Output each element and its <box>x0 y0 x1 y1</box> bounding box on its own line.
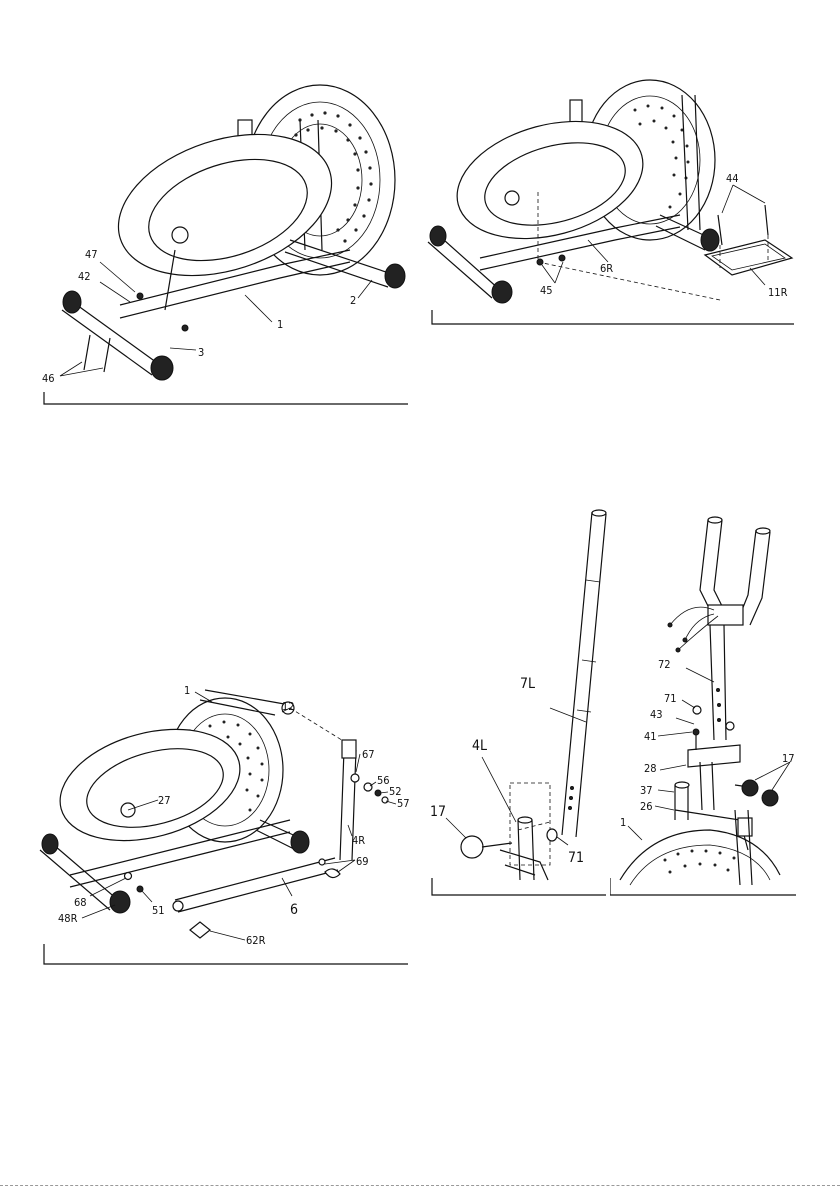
part-label: 4R <box>352 834 365 847</box>
part-label: 68 <box>74 896 87 909</box>
part-label: 37 <box>640 784 653 797</box>
part-label: 2 <box>350 294 356 307</box>
step-4b-svg: 72 71 43 41 28 37 26 1 17 <box>610 500 840 910</box>
step-frame-line <box>44 392 408 404</box>
part-label: 27 <box>158 794 171 807</box>
part-label: 17 <box>430 804 446 820</box>
part-label: 56 <box>377 774 390 787</box>
part-label: 6 <box>290 902 298 918</box>
step-frame-line <box>610 878 796 895</box>
step-2-diagram: 44 45 6R 11R <box>420 0 840 340</box>
step-3-diagram: 1 12 27 67 56 52 57 4R 69 68 48R 51 6 62… <box>0 660 420 980</box>
part-label: 44 <box>726 172 739 185</box>
part-label: 3 <box>198 346 204 359</box>
step-2-svg: 44 45 6R 11R <box>420 0 840 340</box>
part-label: 12 <box>282 700 295 713</box>
part-label: 48R <box>58 912 78 925</box>
part-label: 42 <box>78 270 91 283</box>
part-label: 4L <box>472 738 487 754</box>
part-label: 1 <box>277 318 283 331</box>
part-label: 28 <box>644 762 657 775</box>
part-label: 57 <box>397 797 410 810</box>
pedal-link <box>175 858 338 912</box>
flywheel-vents <box>664 850 736 874</box>
part-label: 41 <box>644 730 657 743</box>
step-4a-diagram: 7L 4L 17 71 <box>420 500 610 910</box>
part-label: 43 <box>650 708 663 721</box>
step-frame-line <box>432 878 606 895</box>
part-label: 71 <box>664 692 677 705</box>
part-label: 1 <box>184 684 190 697</box>
adjustment-knob <box>461 836 483 858</box>
part-label: 45 <box>540 284 553 297</box>
part-label: 46 <box>42 372 55 385</box>
part-label: 51 <box>152 904 165 917</box>
part-label: 11R <box>768 286 788 299</box>
step-1-svg: 47 42 46 3 1 2 <box>0 0 420 420</box>
part-label: 17 <box>782 752 795 765</box>
part-label: 6R <box>600 262 613 275</box>
handlebar-tube <box>562 512 606 837</box>
part-label: 71 <box>568 850 584 866</box>
part-label: 7L <box>520 676 535 692</box>
part-label: 1 <box>620 816 626 829</box>
step-frame-line <box>44 944 408 964</box>
part-label: 67 <box>362 748 375 761</box>
part-label: 69 <box>356 855 369 868</box>
step-3-svg: 1 12 27 67 56 52 57 4R 69 68 48R 51 6 62… <box>0 660 420 980</box>
part-label: 47 <box>85 248 98 261</box>
part-label: 72 <box>658 658 671 671</box>
step-1-diagram: 47 42 46 3 1 2 <box>0 0 420 420</box>
step-4b-diagram: 72 71 43 41 28 37 26 1 17 <box>610 500 840 910</box>
handlebar-mast <box>710 625 726 740</box>
part-label: 62R <box>246 934 266 947</box>
part-label: 26 <box>640 800 653 813</box>
step-4a-svg: 7L 4L 17 71 <box>420 500 610 910</box>
page-edge <box>0 1185 840 1192</box>
step-frame-line <box>432 310 794 324</box>
